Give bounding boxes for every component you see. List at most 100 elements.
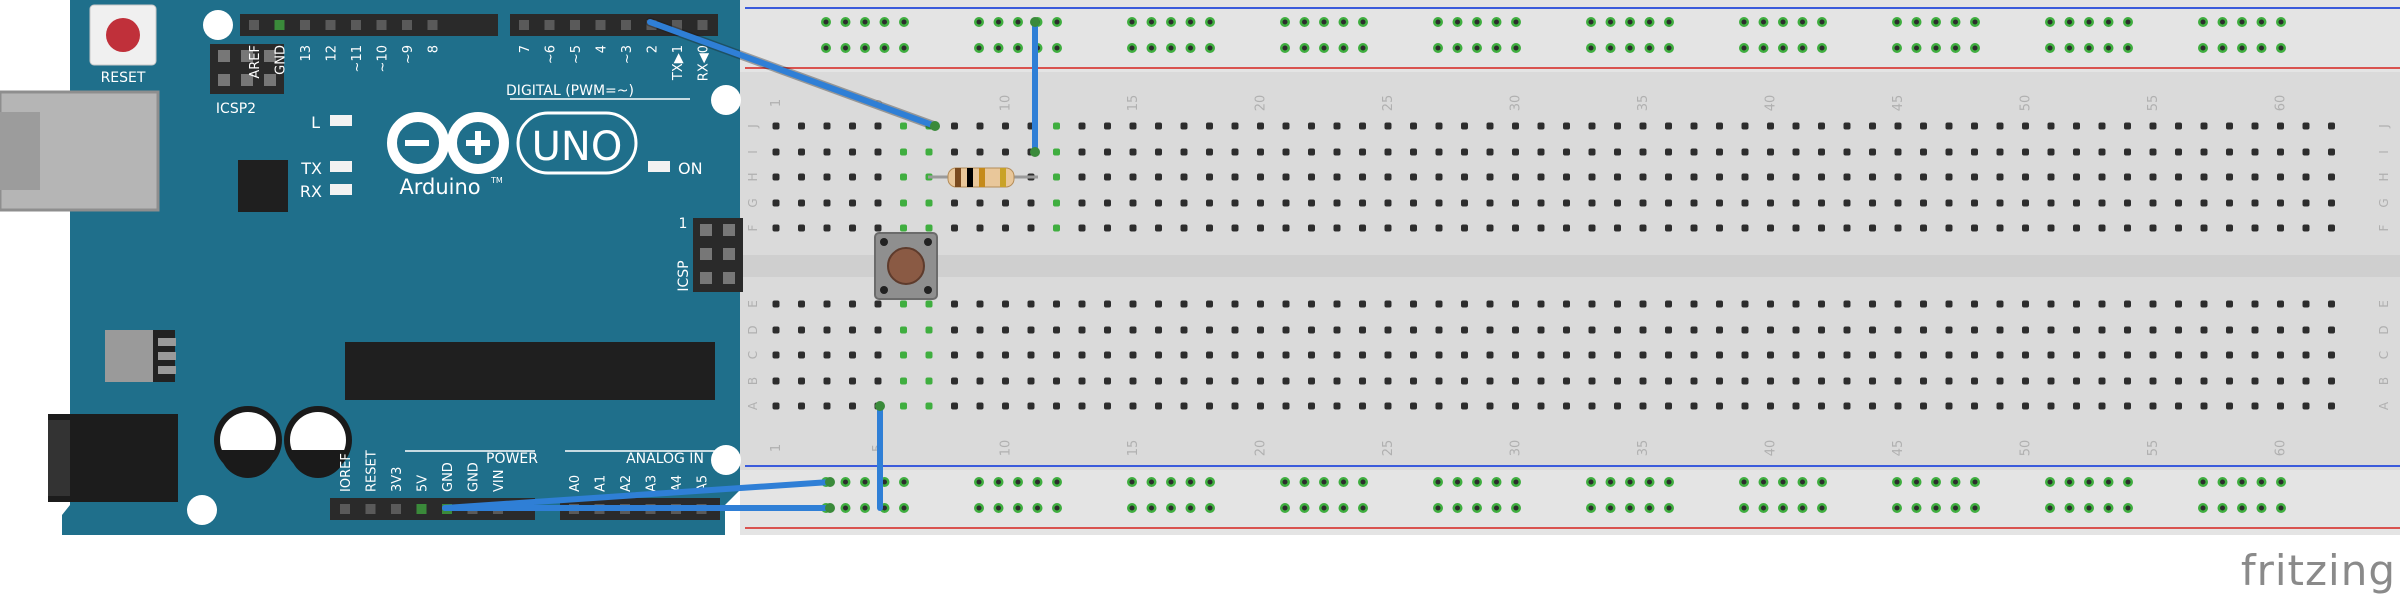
- breadboard-hole: [2149, 148, 2157, 156]
- pushbutton-cap[interactable]: [887, 247, 925, 285]
- rail-hole-center: [2239, 45, 2245, 51]
- breadboard-hole: [1614, 173, 1621, 181]
- breadboard-hole: [1767, 377, 1774, 385]
- breadboard-hole: [1027, 402, 1035, 410]
- breadboard-hole: [1384, 326, 1392, 334]
- rail-hole-center: [1474, 19, 1480, 25]
- rail-hole-center: [2067, 45, 2072, 51]
- row-letter: I: [2377, 150, 2391, 154]
- breadboard-hole: [1996, 351, 2004, 359]
- breadboard-hole: [1104, 326, 1111, 334]
- breadboard-hole: [2200, 402, 2208, 410]
- breadboard-hole: [925, 148, 933, 156]
- breadboard-hole: [1537, 199, 1545, 207]
- breadboard-hole: [951, 300, 958, 308]
- rail-hole-center: [1972, 505, 1978, 511]
- breadboard-hole: [1869, 148, 1876, 156]
- breadboard-hole: [976, 122, 984, 130]
- breadboard-hole: [2200, 199, 2208, 207]
- rail-hole-center: [1513, 505, 1519, 511]
- components: [442, 17, 1040, 513]
- rail-hole-center: [1627, 479, 1633, 485]
- breadboard-hole: [1767, 351, 1774, 359]
- breadboard-hole: [1614, 148, 1621, 156]
- breadboard-hole: [823, 122, 831, 130]
- breadboard-hole: [1435, 402, 1443, 410]
- digital-pin-label: AREF: [248, 45, 263, 79]
- breadboard-hole: [1027, 326, 1035, 334]
- breadboard-hole: [772, 377, 780, 385]
- breadboard-hole: [849, 326, 856, 334]
- rail-hole-center: [1321, 19, 1327, 25]
- breadboard-hole: [2022, 402, 2029, 410]
- breadboard-hole: [1971, 122, 1978, 130]
- rail-hole-center: [1302, 19, 1307, 25]
- breadboard-hole: [1078, 402, 1086, 410]
- breadboard-hole: [1461, 224, 1468, 232]
- breadboard-hole: [1053, 224, 1060, 232]
- pushbutton[interactable]: [874, 232, 938, 300]
- breadboard-hole: [1231, 326, 1239, 334]
- breadboard-hole: [2047, 173, 2055, 181]
- rail-hole-center: [1207, 19, 1213, 25]
- breadboard-hole: [798, 199, 805, 207]
- breadboard-hole: [1818, 122, 1825, 130]
- breadboard-hole: [2200, 148, 2208, 156]
- rail-hole-center: [1168, 505, 1174, 511]
- breadboard-hole: [1282, 351, 1290, 359]
- breadboard-hole: [1206, 351, 1213, 359]
- reset-button-cap[interactable]: [106, 18, 140, 52]
- breadboard-hole: [1435, 122, 1443, 130]
- breadboard-hole: [1588, 148, 1596, 156]
- rail-hole-center: [1647, 505, 1652, 511]
- rail-hole-center: [2259, 479, 2264, 485]
- wire-5v-to-rail[interactable]: [442, 479, 833, 511]
- rail-hole-center: [1321, 505, 1327, 511]
- row-letter: I: [746, 150, 760, 154]
- breadboard-holes: [772, 17, 2335, 513]
- breadboard-hole: [1384, 351, 1392, 359]
- rail-hole-center: [1953, 479, 1958, 485]
- breadboard-hole: [2328, 224, 2335, 232]
- header-pin: [570, 20, 580, 30]
- power-pin-label: GND: [467, 462, 482, 492]
- breadboard-hole: [1078, 148, 1086, 156]
- breadboard-hole: [849, 300, 856, 308]
- breadboard-hole: [1359, 326, 1366, 334]
- breadboard-hole: [1308, 402, 1315, 410]
- breadboard-hole: [1563, 326, 1570, 334]
- digital-pin-label: ~3: [620, 45, 635, 64]
- breadboard-hole: [1129, 173, 1137, 181]
- rail-hole-center: [1435, 45, 1441, 51]
- rail-hole-center: [1054, 479, 1060, 485]
- breadboard-hole: [2149, 300, 2157, 308]
- breadboard-hole: [1563, 122, 1570, 130]
- breadboard-hole: [1257, 351, 1264, 359]
- wire-pin2-to-breadboard[interactable]: [647, 19, 938, 129]
- breadboard-hole: [2328, 351, 2335, 359]
- rail-hole-center: [1608, 19, 1613, 25]
- rail-hole-center: [1015, 479, 1021, 485]
- breadboard-hole: [1792, 377, 1800, 385]
- breadboard-hole: [900, 224, 907, 232]
- breadboard-hole: [1665, 377, 1672, 385]
- breadboard-hole: [1996, 148, 2004, 156]
- breadboard-hole: [1996, 300, 2004, 308]
- breadboard-hole: [1869, 173, 1876, 181]
- breadboard-hole: [1792, 351, 1800, 359]
- breadboard-hole: [1308, 173, 1315, 181]
- column-number: 45: [1891, 95, 1906, 112]
- breadboard-hole: [1996, 199, 2004, 207]
- breadboard-hole: [1971, 377, 1978, 385]
- breadboard-hole: [1053, 199, 1060, 207]
- breadboard-hole: [1486, 326, 1494, 334]
- header-pin: [416, 504, 427, 514]
- rail-hole-center: [1588, 479, 1594, 485]
- breadboard-labels: 1155101015152020252530303535404045455050…: [746, 95, 2391, 457]
- breadboard-hole: [1945, 377, 1953, 385]
- breadboard-hole: [2277, 402, 2284, 410]
- breadboard-hole: [1435, 199, 1443, 207]
- breadboard-hole: [1588, 199, 1596, 207]
- breadboard-hole: [1588, 377, 1596, 385]
